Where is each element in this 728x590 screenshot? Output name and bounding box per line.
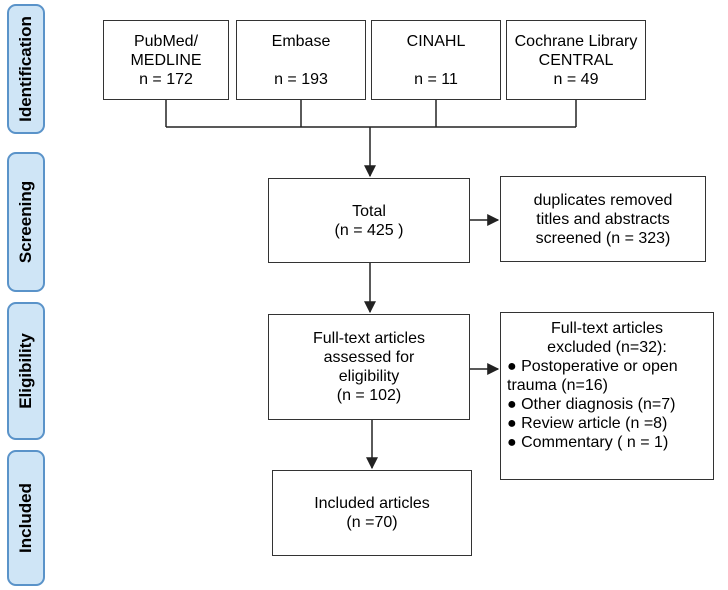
excluded-item-commentary: ● Commentary ( n = 1) xyxy=(507,434,669,451)
source-count: n = 11 xyxy=(414,70,458,88)
fulltext-line1: Full-text articles xyxy=(312,330,426,347)
fulltext-count: (n = 102) xyxy=(336,387,402,404)
included-count: (n =70) xyxy=(346,514,398,531)
stage-identification-label: Identification xyxy=(16,16,35,122)
stage-eligibility: Eligibility xyxy=(7,302,45,440)
excluded-item-postoperative-cont: trauma (n=16) xyxy=(507,377,608,394)
source-name-line2: MEDLINE xyxy=(130,51,202,69)
fulltext-line2: assessed for xyxy=(323,349,415,366)
source-count: n = 193 xyxy=(274,70,328,88)
stage-screening: Screening xyxy=(7,152,45,292)
source-name-line2: CENTRAL xyxy=(538,51,614,69)
total-label: Total xyxy=(352,202,386,220)
excluded-item-postoperative: ● Postoperative or open xyxy=(507,358,678,375)
duplicates-line3: screened (n = 323) xyxy=(535,229,671,247)
fulltext-box: Full-text articles assessed for eligibil… xyxy=(268,314,470,420)
duplicates-line2: titles and abstracts xyxy=(536,210,670,228)
source-count: n = 172 xyxy=(139,70,193,88)
source-name: CINAHL xyxy=(406,32,466,50)
source-name: Cochrane Library xyxy=(514,32,638,50)
total-count: (n = 425 ) xyxy=(334,221,404,239)
included-label: Included articles xyxy=(314,495,430,512)
stage-eligibility-label: Eligibility xyxy=(16,333,35,409)
excluded-box: Full-text articles excluded (n=32): ● Po… xyxy=(500,312,714,480)
fulltext-line3: eligibility xyxy=(338,368,400,385)
stage-included: Included xyxy=(7,450,45,586)
source-embase-box: Embase n = 193 xyxy=(236,20,366,100)
stage-screening-label: Screening xyxy=(16,180,35,264)
stage-identification: Identification xyxy=(7,4,45,134)
total-box: Total (n = 425 ) xyxy=(268,178,470,263)
source-pubmed-box: PubMed/ MEDLINE n = 172 xyxy=(103,20,229,100)
duplicates-box: duplicates removed titles and abstracts … xyxy=(500,176,706,262)
excluded-item-other-diagnosis: ● Other diagnosis (n=7) xyxy=(507,396,676,413)
stage-included-label: Included xyxy=(16,483,35,553)
source-cochrane-box: Cochrane Library CENTRAL n = 49 xyxy=(506,20,646,100)
duplicates-line1: duplicates removed xyxy=(533,191,673,209)
included-box: Included articles (n =70) xyxy=(272,470,472,556)
excluded-item-review-article: ● Review article (n =8) xyxy=(507,415,668,432)
excluded-header: Full-text articles xyxy=(550,320,664,337)
excluded-header-count: excluded (n=32): xyxy=(547,339,667,356)
source-cinahl-box: CINAHL n = 11 xyxy=(371,20,501,100)
source-name: PubMed/ xyxy=(133,32,199,50)
source-name: Embase xyxy=(271,32,331,50)
source-count: n = 49 xyxy=(553,70,599,88)
